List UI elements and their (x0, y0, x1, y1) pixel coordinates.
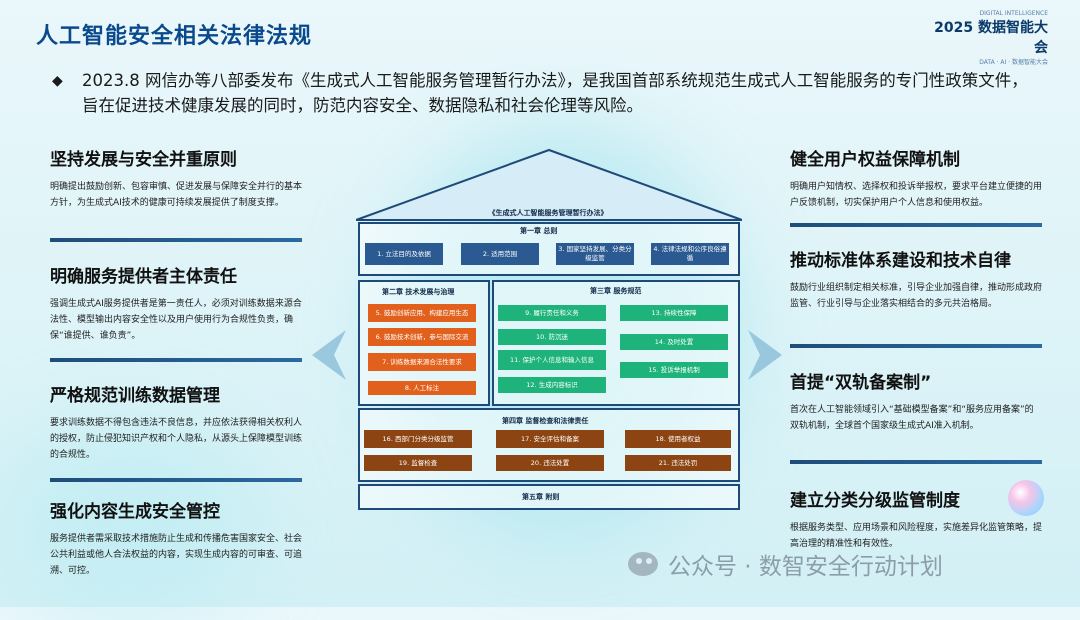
ch3-cell: 15. 投诉举报机制 (620, 362, 728, 378)
intro-paragraph: ◆ 2023.8 网信办等八部委发布《生成式人工智能服务管理暂行办法》，是我国首… (52, 68, 1042, 118)
wechat-icon (628, 552, 658, 576)
right-item-3: 首提“双轨备案制” 首次在人工智能领域引入“基础模型备案”和“服务应用备案”的双… (790, 368, 1042, 464)
watermark-text: 公众号 · 数智安全行动计划 (668, 554, 943, 580)
divider-bar (50, 478, 302, 482)
ch4-cell: 21. 违法处罚 (625, 455, 731, 471)
chapter-4-title: 第四章 监督检查和法律责任 (502, 417, 589, 425)
right-item-1: 健全用户权益保障机制 明确用户知情权、选择权和投诉举报权，要求平台建立便捷的用户… (790, 145, 1043, 227)
diagram-roof-label: 《生成式人工智能服务管理暂行办法》 (488, 209, 608, 217)
ch4-cell: 20. 违法处置 (496, 455, 604, 471)
right-item-title: 推动标准体系建设和技术自律 (790, 251, 1011, 271)
left-item-3: 严格规范训练数据管理 要求训练数据不得包含违法不良信息，并应依法获得相关权利人的… (50, 381, 303, 482)
right-item-title: 健全用户权益保障机制 (790, 150, 960, 170)
background-glow-left (0, 420, 260, 620)
chevron-right-icon (748, 330, 782, 380)
right-item-title: 建立分类分级监管制度 (790, 491, 960, 511)
left-item-title: 严格规范训练数据管理 (50, 386, 220, 406)
left-item-2: 明确服务提供者主体责任 强调生成式AI服务提供者是第一责任人，必须对训练数据来源… (50, 262, 302, 362)
right-item-desc: 根据服务类型、应用场景和风险程度，实施差异化监管策略，提高治理的精准性和有效性。 (790, 523, 1043, 549)
divider-bar (790, 460, 1042, 464)
ch3-cell: 9. 履行责任和义务 (498, 305, 606, 321)
chevron-left-icon (312, 330, 346, 380)
diamond-bullet-icon: ◆ (52, 73, 63, 89)
right-item-desc: 明确用户知情权、选择权和投诉举报权，要求平台建立便捷的用户反馈机制，切实保护用户… (790, 182, 1043, 208)
chapter-5-title: 第五章 附则 (522, 493, 560, 501)
left-item-title: 强化内容生成安全管控 (50, 502, 220, 522)
ch3-cell: 14. 及时处置 (620, 334, 728, 350)
ch3-cell: 11. 保护个人信息和输入信息 (498, 350, 606, 370)
ch3-cell: 12. 生成内容标识 (498, 377, 606, 393)
left-item-desc: 明确提出鼓励创新、包容审慎、促进发展与保障安全并行的基本方针，为生成式AI技术的… (50, 182, 303, 208)
right-item-4: 建立分类分级监管制度 根据服务类型、应用场景和风险程度，实施差异化监管策略，提高… (790, 486, 1042, 552)
divider-bar (790, 344, 1042, 348)
watermark: 公众号 · 数智安全行动计划 (628, 547, 943, 581)
page-title: 人工智能安全相关法律法规 (36, 24, 313, 49)
chapter-2-title: 第二章 技术发展与治理 (382, 288, 455, 296)
diagram-roof (356, 148, 742, 221)
ch3-cell: 13. 持续性保障 (620, 305, 728, 321)
left-item-title: 坚持发展与安全并重原则 (50, 150, 237, 170)
ch4-cell: 19. 监督检查 (364, 455, 472, 471)
intro-text: 2023.8 网信办等八部委发布《生成式人工智能服务管理暂行办法》，是我国首部系… (82, 71, 1028, 115)
left-item-title: 明确服务提供者主体责任 (50, 267, 237, 287)
ch4-cell: 16. 西部门分类分级监管 (364, 430, 472, 448)
ch2-cell: 5. 鼓励创新应用、构建应用生态 (368, 304, 476, 322)
ch1-cell: 2. 适用范围 (461, 243, 539, 265)
right-item-2: 推动标准体系建设和技术自律 鼓励行业组织制定相关标准，引导企业加强自律，推动形成… (790, 246, 1043, 348)
divider-bar (50, 238, 302, 242)
decorative-orb (1008, 480, 1044, 516)
left-item-desc: 要求训练数据不得包含违法不良信息，并应依法获得相关权利人的授权，防止侵犯知识产权… (50, 418, 303, 460)
ch3-cell: 10. 防沉迷 (498, 329, 606, 345)
left-item-desc: 服务提供者需采取技术措施防止生成和传播危害国家安全、社会公共利益或他人合法权益的… (50, 534, 303, 576)
right-item-desc: 鼓励行业组织制定相关标准，引导企业加强自律，推动形成政府监管、行业引导与企业落实… (790, 283, 1043, 309)
left-item-desc: 强调生成式AI服务提供者是第一责任人，必须对训练数据来源合法性、模型输出内容安全… (50, 299, 302, 341)
divider-bar (50, 358, 302, 362)
ch1-cell: 3. 国家坚持发展、分类分级监管 (556, 243, 634, 265)
left-item-1: 坚持发展与安全并重原则 明确提出鼓励创新、包容审慎、促进发展与保障安全并行的基本… (50, 145, 303, 242)
ch2-cell: 6. 鼓励技术创新，参与国际交流 (368, 328, 476, 346)
right-item-desc: 首次在人工智能领域引入“基础模型备案”和“服务应用备案”的双轨机制，全球首个国家… (790, 405, 1034, 431)
right-item-title: 首提“双轨备案制” (790, 373, 932, 393)
ch4-cell: 18. 使用者权益 (625, 430, 731, 448)
ch4-cell: 17. 安全评估和备案 (496, 430, 604, 448)
logo-top-text: DIGITAL INTELLIGENCE (979, 10, 1048, 17)
event-logo: DIGITAL INTELLIGENCE 2025 数据智能大会 DATA · … (928, 10, 1048, 66)
chapter-3-title: 第三章 服务规范 (590, 287, 642, 295)
logo-main-text: 2025 数据智能大会 (934, 20, 1048, 56)
ch2-cell: 7. 训练数据来源合法性要求 (368, 353, 476, 371)
divider-bar (790, 223, 1042, 227)
chapter-5-box (358, 484, 740, 510)
ch1-cell: 1. 立法目的及依据 (365, 243, 443, 265)
chapter-1-title: 第一章 总则 (520, 227, 558, 235)
left-item-4: 强化内容生成安全管控 服务提供者需采取技术措施防止生成和传播危害国家安全、社会公… (50, 497, 302, 579)
ch1-cell: 4. 法律法规和公序良俗遵循 (651, 243, 729, 265)
logo-sub-text: DATA · AI · 数据智能大会 (979, 59, 1048, 66)
ch2-cell: 8. 人工标注 (368, 381, 476, 395)
